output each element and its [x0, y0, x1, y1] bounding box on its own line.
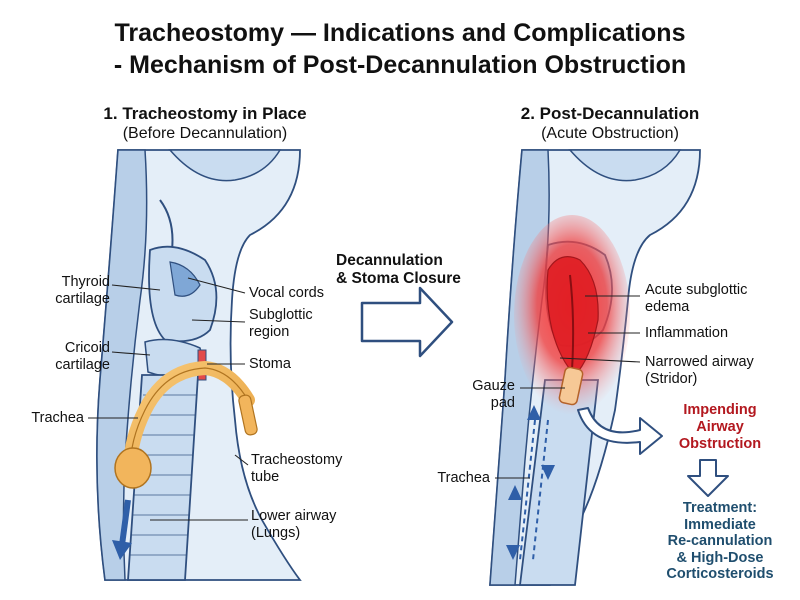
label-edema-line2: edema: [645, 299, 690, 315]
transition-line2: & Stoma Closure: [336, 270, 461, 287]
outcome-curved-arrow: [577, 407, 663, 455]
left-airflow-arrow: [119, 499, 131, 546]
transition-line1: Decannulation: [336, 252, 443, 269]
label-subglottic-region: Subglottic region: [249, 307, 313, 341]
outcome-line3: Obstruction: [678, 436, 762, 452]
treatment-line1: Treatment:: [682, 500, 758, 516]
label-vocal-cords: Vocal cords: [249, 285, 324, 301]
treatment-label: Treatment: Immediate Re-cannulation & Hi…: [645, 500, 795, 583]
transition-arrow-shape: [360, 286, 454, 358]
label-narrowed-airway: Narrowed airway (Stridor): [645, 354, 754, 388]
label-edema-line1: Acute subglottic: [645, 282, 748, 298]
panel1-subtitle: (Before Decannulation): [122, 125, 288, 142]
label-lower-line1: Lower airway: [251, 508, 337, 524]
main-title: Tracheostomy — Indications and Complicat…: [114, 19, 686, 47]
label-tracheostomy-tube: Tracheostomy tube: [251, 452, 342, 486]
right-leader-lines: [495, 295, 641, 479]
left-upper-structure: [168, 149, 282, 182]
label-subglottic-line1: Subglottic: [249, 307, 313, 323]
main-subtitle: - Mechanism of Post-Decannulation Obstru…: [113, 51, 687, 79]
label-cricoid-line2: cartilage: [55, 357, 110, 373]
label-subglottic-line2: region: [249, 324, 290, 340]
panel2-subtitle: (Acute Obstruction): [541, 125, 679, 142]
label-gauze-pad: Gauze pad: [420, 378, 515, 412]
gauze-pad: [558, 366, 584, 406]
treatment-line4: & High-Dose: [676, 549, 764, 566]
label-cricoid-cartilage: Cricoid cartilage: [0, 340, 110, 374]
label-trachea-right: Trachea: [437, 470, 490, 486]
right-neck-illustration: [489, 149, 701, 586]
label-acute-subglottic-edema: Acute subglottic edema: [645, 282, 747, 316]
label-lower-airway: Lower airway (Lungs): [251, 508, 336, 542]
narrowed-airway: [569, 274, 575, 371]
label-tube-line1: Tracheostomy: [251, 452, 343, 468]
label-gauze-line1: Gauze: [472, 378, 515, 394]
treatment-line5: Corticosteroids: [666, 566, 774, 582]
right-airflow-dashes: [519, 419, 549, 561]
panel2-title: 2. Post-Decannulation: [520, 104, 700, 123]
outcome-line1: Impending: [683, 402, 757, 418]
label-narrowed-line1: Narrowed airway: [645, 354, 754, 370]
treatment-down-arrow: [687, 459, 729, 497]
label-narrowed-line2: (Stridor): [645, 371, 698, 387]
label-stoma: Stoma: [249, 356, 291, 372]
left-vocal-cord-region: [169, 261, 201, 297]
label-inflammation: Inflammation: [645, 325, 729, 341]
label-lower-line2: (Lungs): [251, 525, 301, 541]
label-gauze-line2: pad: [490, 395, 515, 411]
label-cricoid-line1: Cricoid: [64, 340, 110, 356]
outcome-line2: Airway: [696, 419, 744, 435]
label-thyroid-cartilage: Thyroid cartilage: [0, 274, 110, 308]
transition-label: Decannulation & Stoma Closure: [336, 252, 466, 288]
left-neck-illustration: [96, 149, 302, 581]
label-thyroid-line2: cartilage: [55, 291, 110, 307]
tube-cuff: [114, 447, 152, 489]
label-tube-line2: tube: [251, 469, 280, 485]
outcome-label: Impending Airway Obstruction: [660, 402, 780, 453]
label-thyroid-line1: Thyroid: [61, 274, 110, 290]
tube-flange: [238, 394, 258, 436]
label-trachea-left: Trachea: [31, 410, 84, 426]
left-leader-lines: [88, 277, 249, 521]
panel1-title: 1. Tracheostomy in Place: [103, 104, 307, 123]
treatment-line3: Re-cannulation: [667, 533, 773, 549]
treatment-line2: Immediate: [684, 516, 756, 533]
right-upper-structure: [568, 149, 682, 182]
